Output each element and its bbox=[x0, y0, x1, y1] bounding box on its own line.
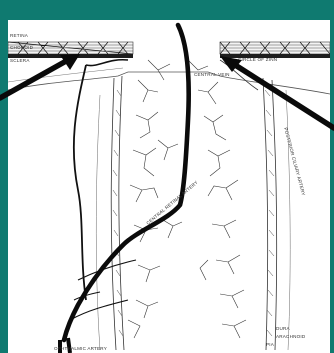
left-pointer-arrow bbox=[0, 54, 80, 98]
right-pointer-arrow bbox=[220, 56, 334, 128]
